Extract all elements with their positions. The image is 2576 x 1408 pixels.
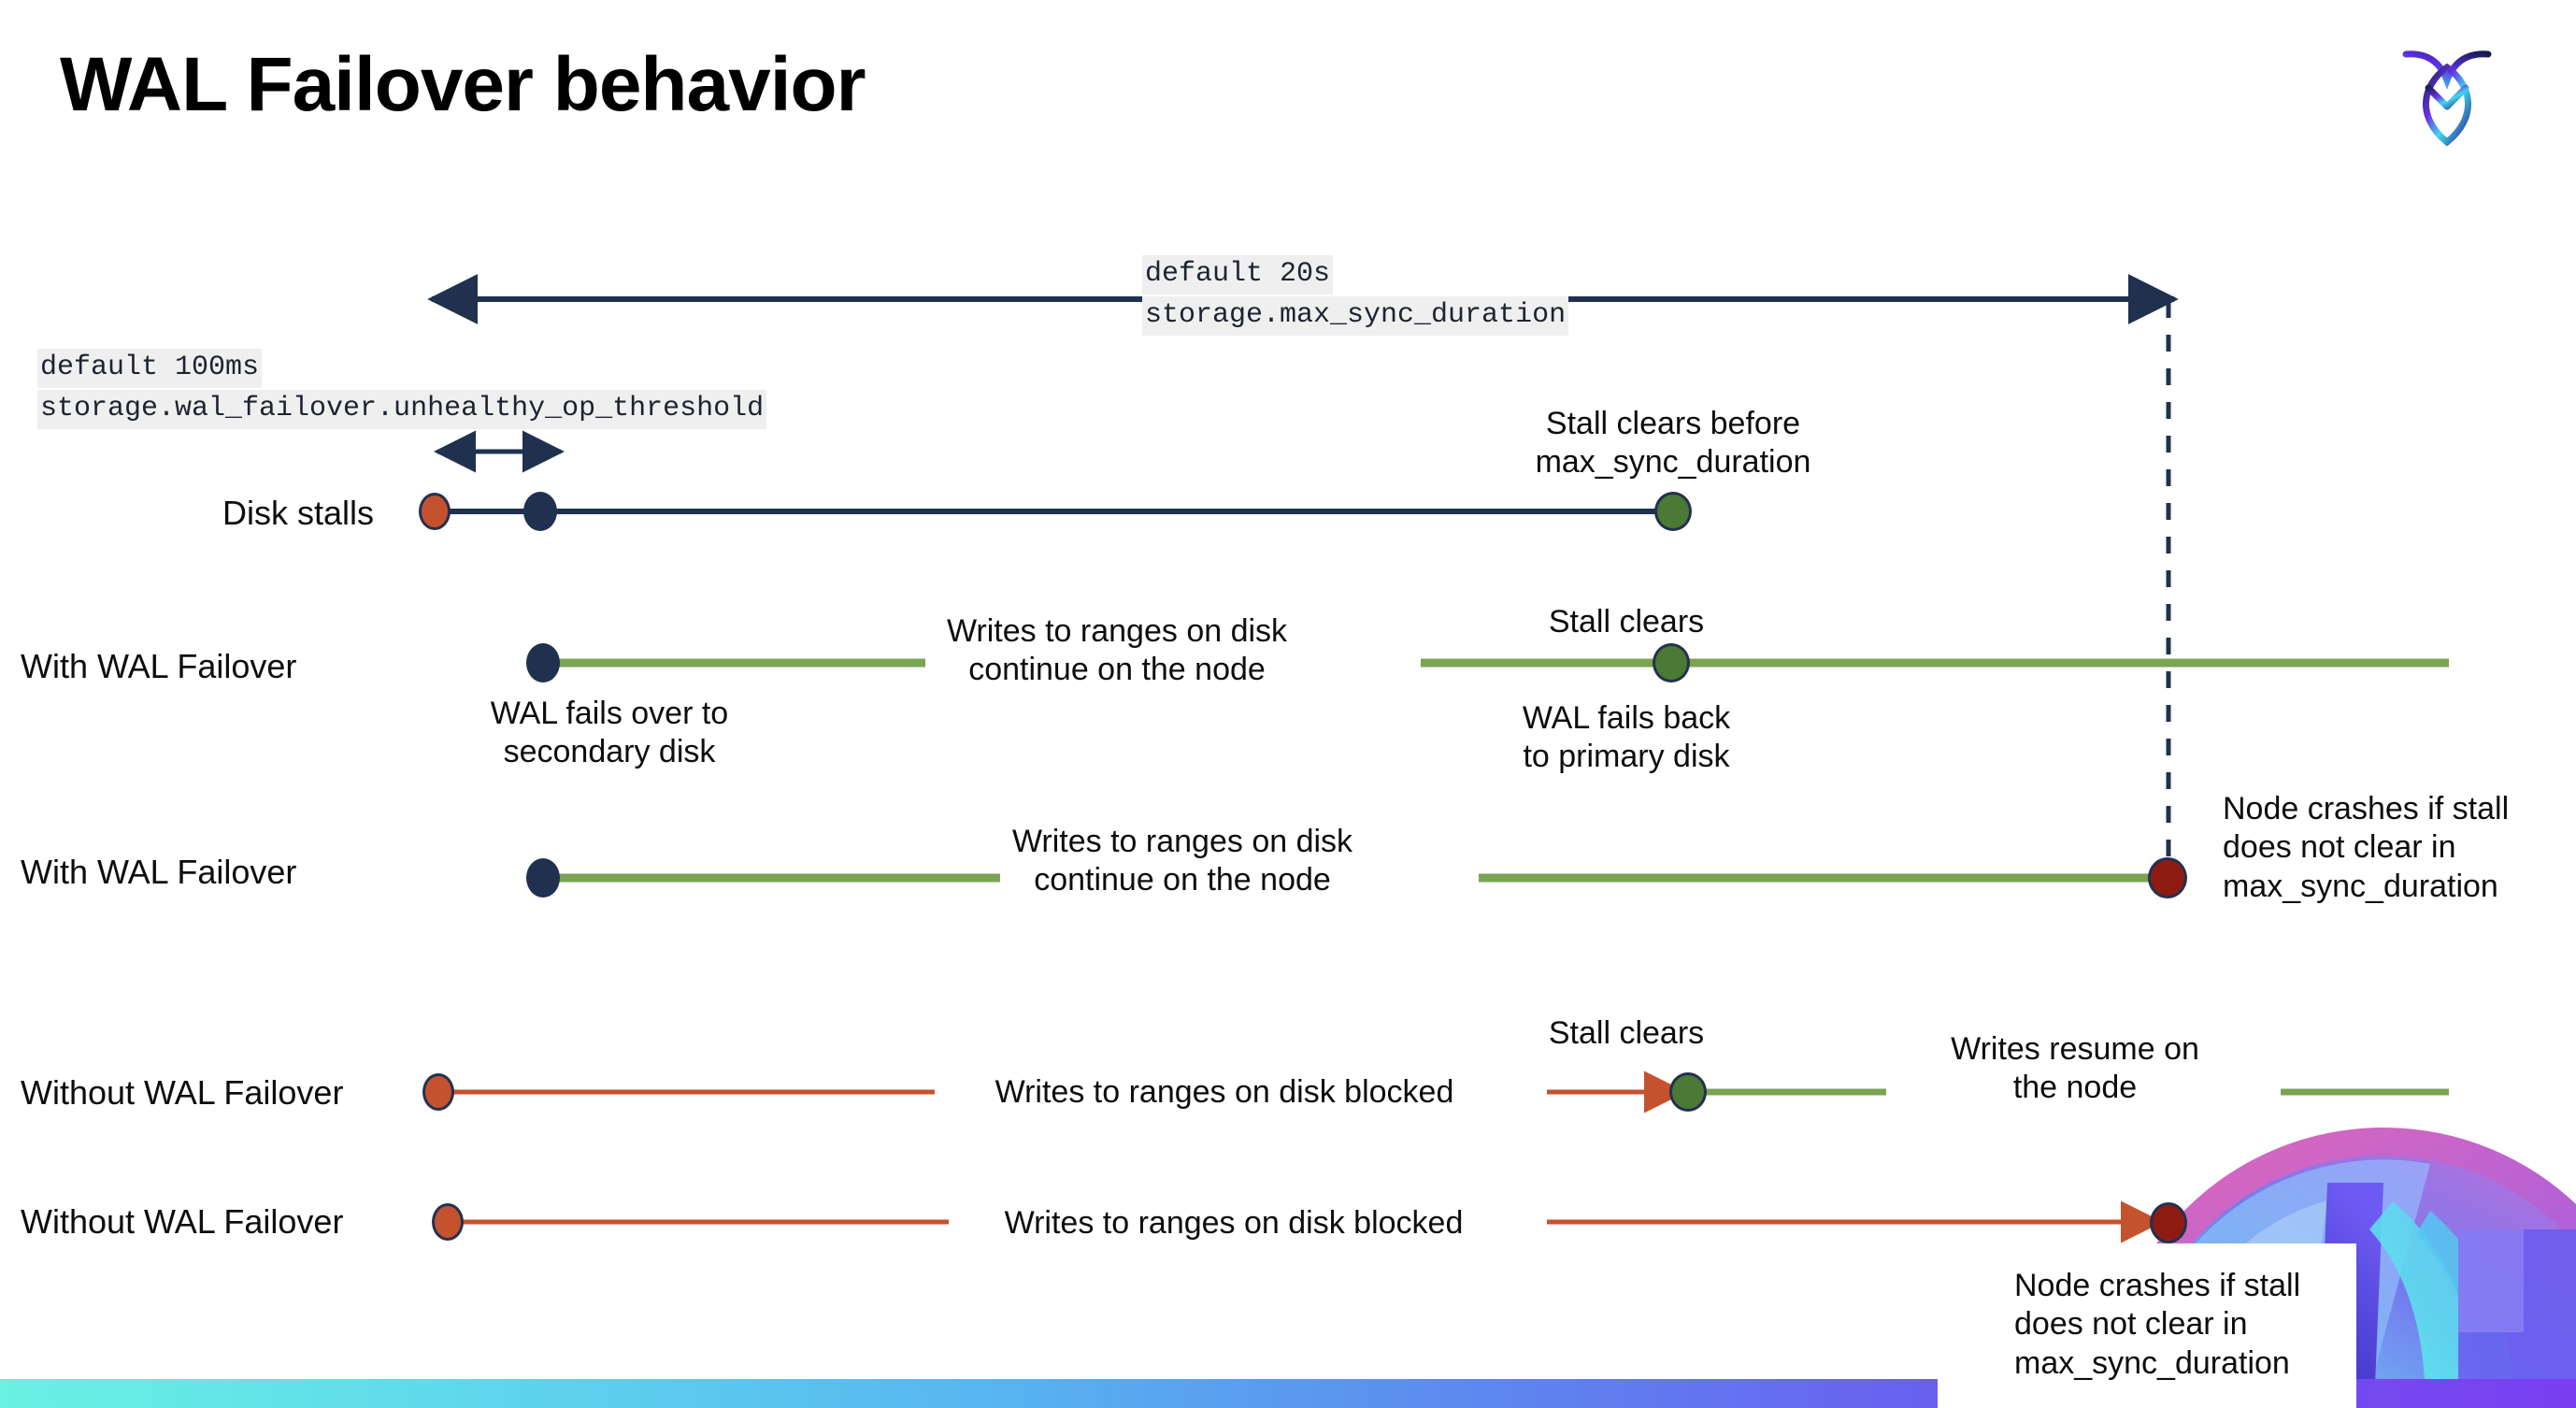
marker-node-crash-with-wal	[2148, 857, 2187, 898]
unhealthy-op-threshold-setting: storage.wal_failover.unhealthy_op_thresh…	[37, 390, 767, 429]
marker-stall-start-without-wal-crash	[432, 1203, 464, 1241]
cockroachdb-logo	[2391, 28, 2503, 150]
annotation-node-crashes-1: Node crashes if stall does not clear in …	[2223, 791, 2510, 904]
marker-stall-clear-without-wal-clears	[1669, 1072, 1707, 1112]
cockroachdb-logo-icon	[2402, 50, 2492, 147]
marker-node-crash-without-wal	[2150, 1202, 2187, 1243]
annotation-writes-blocked-2: Writes to ranges on disk blocked	[1004, 1205, 1464, 1241]
annotation-wal-fails-over: WAL fails over to secondary disk	[490, 696, 729, 770]
marker-failover-with-wal-crash	[526, 858, 560, 898]
annotation-writes-resume: Writes resume on the node	[1951, 1031, 2199, 1106]
max-sync-duration-setting: storage.max_sync_duration	[1142, 296, 1569, 336]
marker-stall-clear-with-wal-clears	[1653, 643, 1690, 682]
row-label-without-wal-failover-crash: Without WAL Failover	[21, 1202, 344, 1241]
unhealthy-op-threshold-default: default 100ms	[37, 349, 263, 388]
row-label-without-wal-failover-clears: Without WAL Failover	[21, 1073, 344, 1112]
marker-failover-with-wal-clears	[526, 643, 560, 682]
annotation-node-crashes-2: Node crashes if stall does not clear in …	[2014, 1268, 2301, 1381]
annotation-stall-clears-before-max-sync: Stall clears before max_sync_duration	[1535, 406, 1811, 481]
max-sync-duration-default: default 20s	[1142, 255, 1334, 295]
marker-stall-start-disk-stalls	[419, 493, 451, 530]
row-label-with-wal-failover-clears: With WAL Failover	[21, 647, 297, 685]
page-title: WAL Failover behavior	[60, 42, 866, 127]
annotation-stall-clears-2: Stall clears	[1548, 1015, 1705, 1051]
marker-stall-clear-disk-stalls	[1654, 492, 1692, 531]
annotation-writes-continue-1: Writes to ranges on disk continue on the…	[946, 613, 1288, 688]
row-label-disk-stalls: Disk stalls	[222, 494, 375, 532]
marker-failover-disk-stalls	[523, 492, 557, 531]
row-label-with-wal-failover-crash: With WAL Failover	[21, 853, 297, 891]
annotation-stall-clears-1: Stall clears	[1548, 604, 1705, 639]
annotation-writes-continue-2: Writes to ranges on disk continue on the…	[1011, 824, 1353, 898]
annotation-wal-fails-back: WAL fails back to primary disk	[1522, 700, 1731, 775]
annotation-writes-blocked-1: Writes to ranges on disk blocked	[995, 1074, 1454, 1110]
marker-stall-start-without-wal-clears	[422, 1073, 454, 1111]
